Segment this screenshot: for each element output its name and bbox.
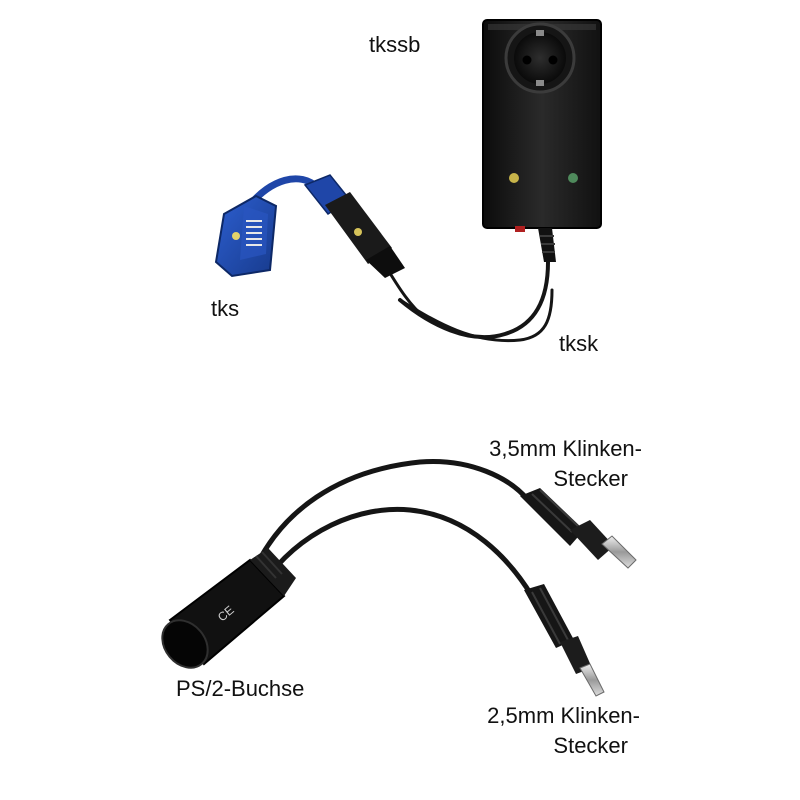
label-plug-35mm-line1: 3,5mm Klinken-: [489, 436, 642, 461]
led-green-icon: [568, 173, 578, 183]
ps2-adapter-top: [303, 174, 405, 278]
label-plug-35mm-line2: Stecker: [553, 466, 628, 491]
led-yellow-icon: [509, 173, 519, 183]
label-plug-25mm-line1: 2,5mm Klinken-: [487, 703, 640, 728]
power-socket: [504, 22, 576, 94]
tkssb-socket-box: [482, 19, 602, 262]
label-tks: tks: [211, 296, 240, 321]
plug-35mm: [520, 488, 637, 569]
tks-sensor: [214, 194, 278, 278]
y-cable: [249, 458, 535, 599]
plug-25mm: [524, 584, 605, 697]
label-tksk: tksk: [559, 331, 599, 356]
ps2-socket: CE: [161, 548, 296, 669]
label-tkssb: tkssb: [369, 32, 421, 57]
label-ps2-socket: PS/2-Buchse: [176, 676, 305, 701]
label-plug-25mm-line2: Stecker: [553, 733, 628, 758]
